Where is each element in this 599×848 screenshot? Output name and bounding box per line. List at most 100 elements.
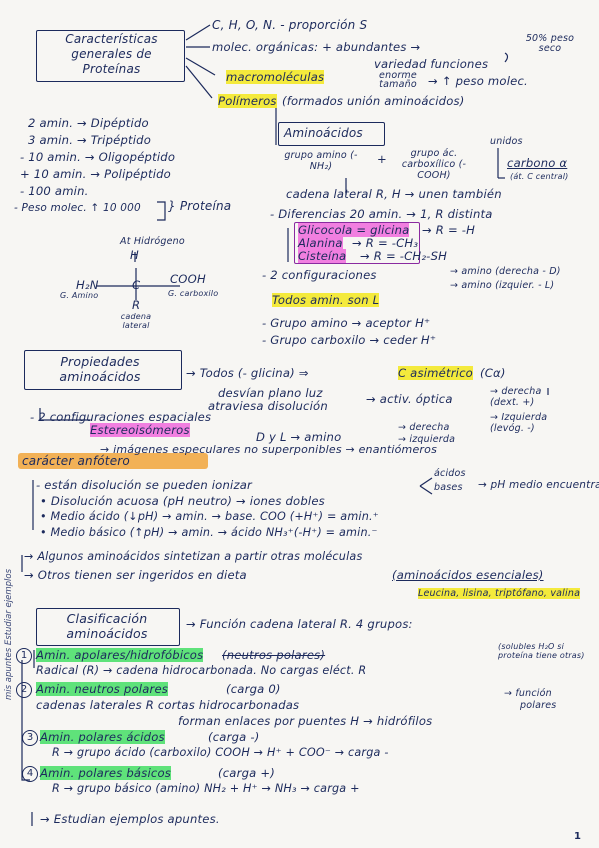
- carbono-alpha-note: (át. C central): [510, 172, 569, 181]
- grupo-amino-acceptor: - Grupo amino → aceptor H⁺: [262, 316, 431, 330]
- atraviesa-line: atraviesa disolución: [208, 399, 328, 413]
- alanina-term: Alanina: [298, 236, 343, 250]
- group-4-desc: R → grupo básico (amino) NH₂ + H⁺ → NH₃ …: [52, 782, 360, 795]
- aminoacidos-esenciales: (aminoácidos esenciales): [392, 568, 544, 582]
- section-box-caracteristicas: [36, 30, 185, 82]
- grupo-amino: grupo amino (-NH₂): [284, 150, 358, 172]
- section-box-propiedades: [24, 350, 182, 390]
- formula-g-amino: G. Amino: [60, 291, 99, 300]
- imagenes-especulares: → imágenes especulares no superponibles …: [100, 443, 438, 456]
- estereoisomeros-term: Estereoisómeros: [90, 423, 190, 437]
- formula-cadena: cadena lateral: [120, 312, 152, 330]
- glicocola-r: → R = -H: [422, 223, 476, 237]
- formula-g-carboxilo: G. carboxilo: [168, 289, 219, 298]
- dyl-derecha: → derecha: [398, 422, 450, 433]
- anfotero-highlight: [18, 453, 208, 469]
- group-1-note: (solubles H₂O si proteína tiene otras): [498, 642, 585, 660]
- group-2-funcion: → función: [504, 688, 552, 699]
- ph-medio: → pH medio encuentran: [478, 479, 599, 491]
- elements-line: C, H, O, N. - proporción S: [212, 18, 368, 32]
- levogira: → Izquierda (levóg. -): [490, 412, 548, 434]
- acidos-label: ácidos: [434, 468, 466, 479]
- dyl-line: D y L → amino: [256, 430, 342, 444]
- configuraciones-line: - 2 configuraciones: [262, 268, 377, 282]
- group-2-title: Amin. neutros polares: [36, 682, 169, 696]
- group-3-desc: R → grupo ácido (carboxilo) COOH → H⁺ + …: [52, 746, 389, 759]
- section-title-clasificacion: Clasificación aminoácidos: [66, 611, 148, 641]
- polymers-desc: (formados unión aminoácidos): [282, 94, 465, 108]
- formula-h: H: [130, 248, 139, 262]
- config-d: → amino (derecha - D): [450, 266, 561, 277]
- actividad-optica: → activ. óptica: [366, 392, 453, 406]
- estudian-line: → Estudian ejemplos apuntes.: [40, 812, 220, 826]
- plus-sign: +: [377, 152, 387, 166]
- desvian-line: desvían plano luz: [218, 386, 323, 400]
- group-3-charge: (carga -): [208, 730, 260, 744]
- formula-cooh: COOH: [170, 272, 206, 286]
- carbono-alpha: carbono α: [507, 156, 568, 170]
- group-2-polares: polares: [520, 700, 557, 711]
- formula-h2n: H₂N: [76, 278, 99, 292]
- group-4-title: Amin. polares básicos: [40, 766, 172, 780]
- peptide-item: + 10 amin. → Polipéptido: [20, 167, 171, 181]
- molecular-weight-line: → ↑ peso molec.: [428, 74, 528, 88]
- peptide-item: - Peso molec. ↑ 10 000: [14, 202, 141, 214]
- peptide-item: - 10 amin. → Oligopéptido: [20, 150, 176, 164]
- cisteina-r: → R = -CH₂-SH: [360, 249, 448, 263]
- group-1-desc: Radical (R) → cadena hidrocarbonada. No …: [36, 664, 367, 677]
- group-2-puentes: forman enlaces por puentes H → hidrófilo…: [178, 714, 433, 728]
- group-4-charge: (carga +): [218, 766, 275, 780]
- group-1-title: Amin. apolares/hidrofóbicos: [36, 648, 204, 662]
- grupo-carboxilo-cede: - Grupo carboxilo → ceder H⁺: [262, 333, 437, 347]
- glicocola-term: Glicocola = glicina: [298, 223, 410, 237]
- ionizar-line: - están disolución se pueden ionizar: [36, 478, 252, 492]
- anfotero-term: carácter anfótero: [22, 454, 130, 468]
- organic-molecules-line: molec. orgánicas: + abundantes →: [212, 40, 421, 54]
- c-asimetrico-term: C asimétrico: [398, 366, 473, 380]
- group-number: 4: [22, 766, 38, 782]
- todos-glicina-line: → Todos (- glicina) ⇒: [186, 366, 309, 380]
- group-number: 1: [16, 648, 32, 664]
- section-title-propiedades: Propiedades aminoácidos: [59, 354, 141, 384]
- group-number: 3: [22, 730, 38, 746]
- bases-label: bases: [434, 482, 463, 493]
- peptide-item: 2 amin. → Dipéptido: [28, 116, 149, 130]
- dyl-izquierda: → izquierda: [398, 434, 456, 445]
- group-1-struck: (neutros polares): [222, 648, 326, 662]
- todos-l-term: Todos amin. son L: [272, 293, 380, 307]
- diferencias-line: - Diferencias 20 amin. → 1, R distinta: [270, 207, 493, 221]
- functions-line: variedad funciones: [374, 57, 489, 71]
- side-note: mis apuntes Estudiar ejemplos: [4, 568, 14, 700]
- proteina-label: } Proteína: [168, 199, 232, 213]
- formula-hydrogen-label: At Hidrógeno: [120, 236, 185, 247]
- esenciales-lista: Leucina, lisina, triptófano, valina: [418, 588, 581, 599]
- group-2-desc: cadenas laterales R cortas hidrocarbonad…: [36, 698, 300, 712]
- examples-box: [294, 222, 420, 264]
- medio-acido: • Medio ácido (↓pH) → amin. → base. COO …: [40, 510, 379, 523]
- size-note: enorme tamaño: [379, 70, 417, 90]
- configuraciones-espaciales: - 2 configuraciones espaciales: [30, 410, 212, 424]
- unidos-label: unidos: [490, 136, 523, 147]
- formula-c: C: [132, 278, 141, 292]
- alanina-r: → R = -CH₃: [352, 236, 419, 250]
- macromolecules-term: macromoléculas: [226, 70, 325, 84]
- dextrogira: → derecha (dext. +): [490, 386, 542, 408]
- page-number: 1: [574, 831, 582, 842]
- polymers-term: Polímeros: [218, 94, 277, 108]
- funcion-line: → Función cadena lateral R. 4 grupos:: [186, 617, 413, 631]
- cisteina-term: Cisteína: [298, 249, 347, 263]
- peptide-item: - 100 amin.: [20, 184, 89, 198]
- section-title-aminoacidos: Aminoácidos: [284, 126, 363, 140]
- ingeridos-line: → Otros tienen ser ingeridos en dieta: [24, 568, 247, 582]
- cadena-lateral-line: cadena lateral R, H → unen también: [286, 187, 502, 201]
- section-box-aminoacidos: [278, 122, 385, 146]
- sintetizan-line: → Algunos aminoácidos sintetizan a parti…: [24, 550, 363, 563]
- dry-weight-note: 50% peso seco: [525, 33, 575, 54]
- group-3-title: Amin. polares ácidos: [40, 730, 165, 744]
- disolucion-acuosa: • Disolución acuosa (pH neutro) → iones …: [40, 494, 325, 508]
- section-title-caracteristicas: Características generales de Proteínas: [65, 32, 158, 76]
- grupo-acido: grupo ác. carboxílico (-COOH): [401, 148, 467, 181]
- group-number: 2: [16, 682, 32, 698]
- medio-basico: • Medio básico (↑pH) → amin. → ácido NH₃…: [40, 526, 378, 539]
